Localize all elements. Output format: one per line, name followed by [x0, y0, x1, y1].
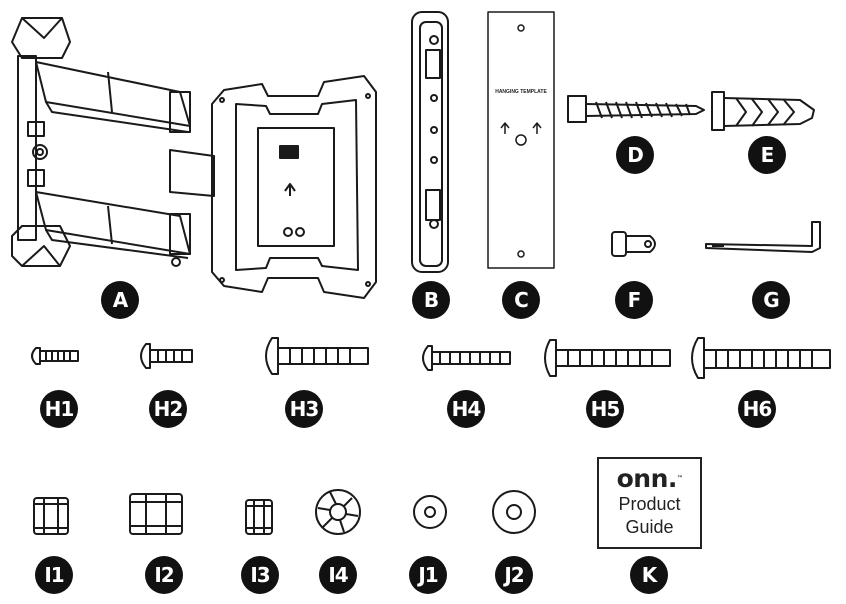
label-i4: I4 [319, 556, 357, 594]
part-f-bolt [611, 231, 656, 257]
label-i3: I3 [241, 556, 279, 594]
label-h4: H4 [447, 390, 485, 428]
part-i1-spacer [33, 497, 69, 535]
part-a-arm [35, 61, 215, 267]
label-i1: I1 [35, 556, 73, 594]
part-j2-washer [492, 490, 536, 534]
part-a-wall-plate [11, 17, 71, 267]
part-h4-bolt [422, 345, 511, 371]
part-e-wall-anchor [711, 91, 815, 131]
part-h3-bolt [265, 337, 369, 375]
part-i2-spacer [129, 493, 183, 535]
label-c: C [502, 281, 540, 319]
part-h5-bolt [544, 339, 671, 377]
part-h6-bolt [691, 337, 831, 379]
guide-line-1: Product [618, 494, 681, 514]
label-h1: H1 [40, 390, 78, 428]
label-h2: H2 [149, 390, 187, 428]
label-j1: J1 [409, 556, 447, 594]
label-a: A [101, 281, 139, 319]
part-d-lag-bolt [567, 95, 705, 123]
part-i4-washer [315, 489, 361, 535]
label-h3: H3 [285, 390, 323, 428]
part-b-rail [411, 11, 449, 273]
part-c-hanging-template [487, 11, 555, 269]
label-f: F [615, 281, 653, 319]
guide-line-2: Guide [625, 517, 674, 537]
template-label: HANGING TEMPLATE [495, 89, 547, 95]
label-k: K [630, 556, 668, 594]
label-h5: H5 [586, 390, 624, 428]
part-h2-bolt [140, 343, 193, 369]
part-g-allen-key [705, 221, 821, 253]
brand-logo: onn.™ [616, 464, 683, 493]
part-a-tv-plate [211, 75, 377, 299]
label-b: B [412, 281, 450, 319]
label-e: E [748, 136, 786, 174]
label-g: G [752, 281, 790, 319]
part-j1-washer [413, 495, 447, 529]
label-h6: H6 [738, 390, 776, 428]
product-guide: onn.™ Product Guide [597, 457, 702, 549]
part-i3-spacer [245, 499, 273, 535]
part-h1-bolt [31, 347, 79, 365]
label-j2: J2 [495, 556, 533, 594]
label-i2: I2 [145, 556, 183, 594]
label-d: D [616, 136, 654, 174]
